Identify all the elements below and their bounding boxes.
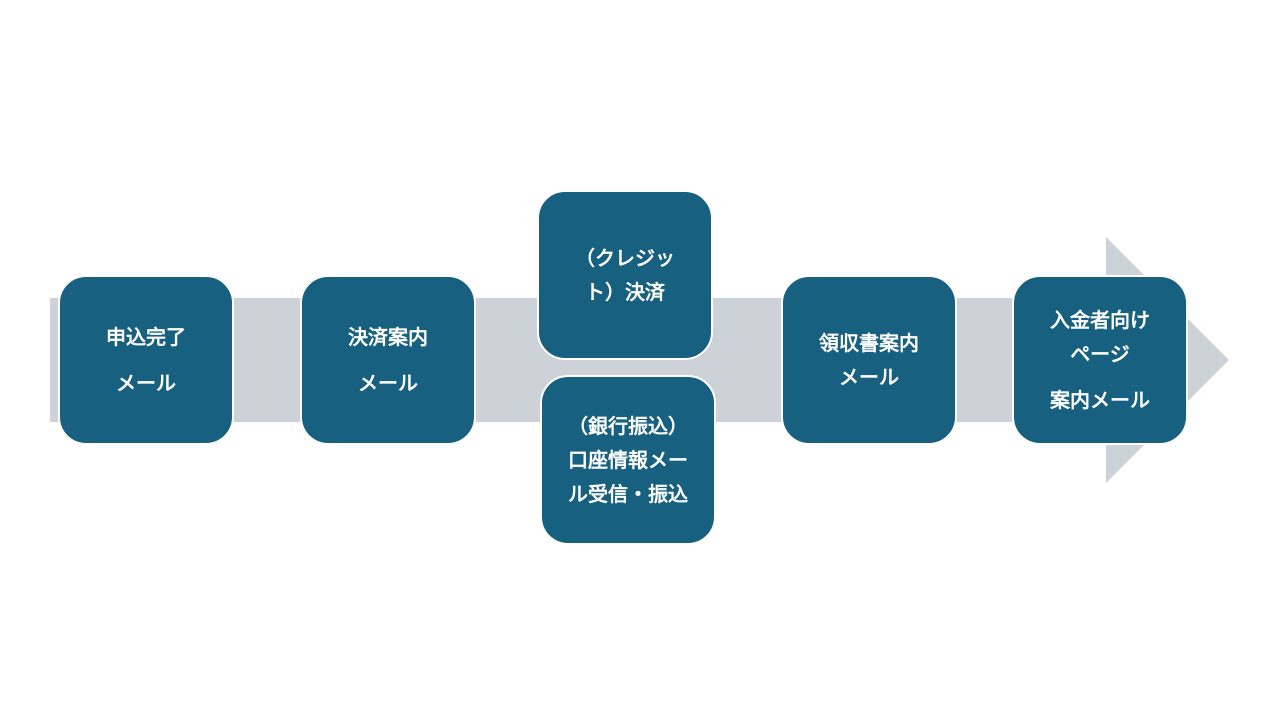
- step-label-line: 入金者向け: [1050, 308, 1150, 332]
- step-label-line: メール: [116, 371, 176, 395]
- step-label-line: 口座情報メー: [568, 448, 688, 472]
- step-label-line: 決済案内: [348, 325, 428, 349]
- step-credit-payment: （クレジッ ト）決済: [537, 190, 713, 360]
- step-payment-guide: 決済案内 メール: [300, 275, 476, 445]
- step-payment-page-guide: 入金者向け ページ 案内メール: [1012, 275, 1188, 445]
- step-label-line: メール: [839, 365, 899, 389]
- step-label-line: ページ: [1070, 342, 1130, 366]
- step-apply-complete: 申込完了 メール: [58, 275, 234, 445]
- step-label-line: 案内メール: [1050, 388, 1150, 412]
- step-receipt-guide: 領収書案内 メール: [781, 275, 957, 445]
- step-label-line: （銀行振込）: [568, 414, 688, 438]
- step-label-line: 申込完了: [106, 325, 186, 349]
- step-bank-transfer: （銀行振込） 口座情報メー ル受信・振込: [540, 375, 716, 545]
- step-label-line: ト）決済: [585, 280, 665, 304]
- step-label-line: メール: [358, 371, 418, 395]
- step-label-line: 領収書案内: [819, 331, 919, 355]
- step-label-line: ル受信・振込: [568, 482, 688, 506]
- step-label-line: （クレジッ: [575, 246, 675, 270]
